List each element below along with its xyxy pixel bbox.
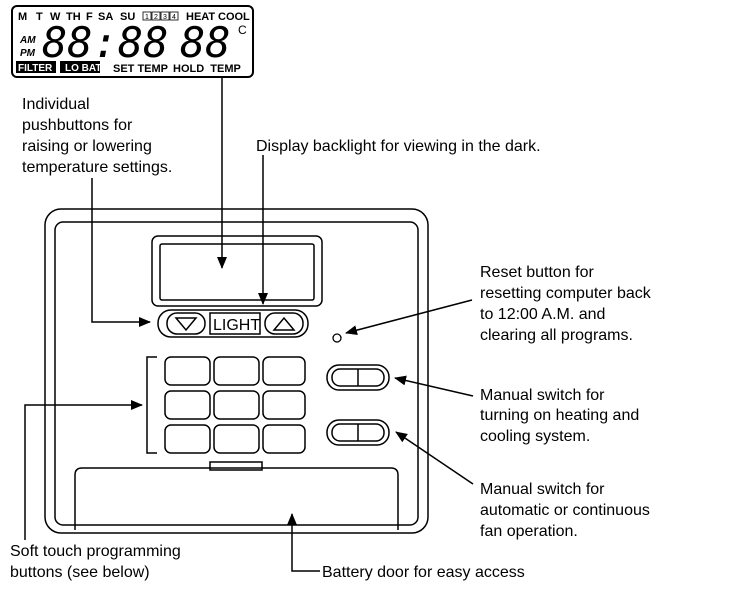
period-4: 4 xyxy=(172,14,176,21)
heat-cool-switch[interactable] xyxy=(326,364,390,391)
callout-line: cooling system. xyxy=(480,428,590,445)
programming-buttons xyxy=(146,356,306,454)
fan-switch[interactable] xyxy=(326,419,390,446)
callout-line: Manual switch for xyxy=(480,387,605,404)
battery-door[interactable] xyxy=(74,461,399,530)
callout-line: Soft touch programming xyxy=(10,543,181,560)
fan-switch-callout: Manual switch for automatic or continuou… xyxy=(480,481,650,540)
callout-line: Reset button for xyxy=(480,264,595,281)
triangle-up-icon xyxy=(272,316,296,331)
callout-line: clearing all programs. xyxy=(480,327,633,344)
day-sun: SU xyxy=(120,11,135,23)
day-wed: W xyxy=(50,11,61,23)
callout-arrows xyxy=(24,155,474,572)
pushbuttons-callout: Individual pushbuttons for raising or lo… xyxy=(22,96,172,176)
day-mon: M xyxy=(18,11,27,23)
set-temp-indicator: SET TEMP xyxy=(113,63,168,75)
temp-readout: 88 xyxy=(180,18,231,67)
callout-line: buttons (see below) xyxy=(10,564,150,581)
period-2: 2 xyxy=(154,14,158,21)
callout-line: Individual xyxy=(22,96,90,113)
up-button[interactable] xyxy=(264,312,304,335)
callout-line: Manual switch for xyxy=(480,481,605,498)
temperature-buttons xyxy=(157,309,309,338)
pm-indicator: PM xyxy=(20,48,36,59)
program-button[interactable] xyxy=(213,390,260,420)
down-button[interactable] xyxy=(166,312,206,335)
thermostat-body xyxy=(44,208,429,534)
soft-touch-callout: Soft touch programming buttons (see belo… xyxy=(10,543,181,581)
backlight-callout: Display backlight for viewing in the dar… xyxy=(256,138,541,155)
unit-indicator: C xyxy=(238,23,247,37)
period-indicators: 1 2 3 4 xyxy=(142,11,179,21)
manual-switches xyxy=(326,364,390,446)
time-readout: 88:88 xyxy=(42,18,168,67)
program-button[interactable] xyxy=(262,390,306,420)
program-button[interactable] xyxy=(164,390,211,420)
battery-callout: Battery door for easy access xyxy=(322,564,525,581)
heat-cool-switch-callout: Manual switch for turning on heating and… xyxy=(480,387,639,445)
am-indicator: AM xyxy=(19,35,36,46)
period-3: 3 xyxy=(163,14,167,21)
lo-bat-indicator: LO BAT xyxy=(65,63,101,74)
day-fri: F xyxy=(86,11,93,23)
day-thu: TH xyxy=(66,11,81,23)
program-button[interactable] xyxy=(164,356,211,386)
light-button-label: LIGHT xyxy=(213,317,260,334)
program-button[interactable] xyxy=(164,424,211,454)
lcd-display-detail: M T W TH F SA SU 1 2 3 4 HEAT COOL AM PM… xyxy=(11,5,254,78)
cool-indicator: COOL xyxy=(218,11,250,23)
callout-line: automatic or continuous xyxy=(480,502,650,519)
grid-bracket xyxy=(146,356,157,454)
program-button[interactable] xyxy=(213,356,260,386)
callout-line: fan operation. xyxy=(480,523,578,540)
callout-line: resetting computer back xyxy=(480,285,652,302)
callout-line: to 12:00 A.M. and xyxy=(480,306,605,323)
reset-button[interactable] xyxy=(332,333,342,343)
hold-temp-indicator: HOLD TEMP xyxy=(173,63,241,75)
day-tue: T xyxy=(36,11,43,23)
reset-callout: Reset button for resetting computer back… xyxy=(480,264,652,344)
period-1: 1 xyxy=(145,14,149,21)
day-sat: SA xyxy=(98,11,113,23)
light-button[interactable] xyxy=(209,312,261,335)
program-button[interactable] xyxy=(262,356,306,386)
callout-line: temperature settings. xyxy=(22,159,172,176)
program-button[interactable] xyxy=(213,424,260,454)
display-window xyxy=(151,235,323,307)
callout-line: pushbuttons for xyxy=(22,117,133,134)
heat-indicator: HEAT xyxy=(186,11,215,23)
triangle-down-icon xyxy=(174,317,198,332)
filter-indicator: FILTER xyxy=(18,63,53,74)
program-button[interactable] xyxy=(262,424,306,454)
callout-line: turning on heating and xyxy=(480,407,639,424)
callout-line: raising or lowering xyxy=(22,138,152,155)
